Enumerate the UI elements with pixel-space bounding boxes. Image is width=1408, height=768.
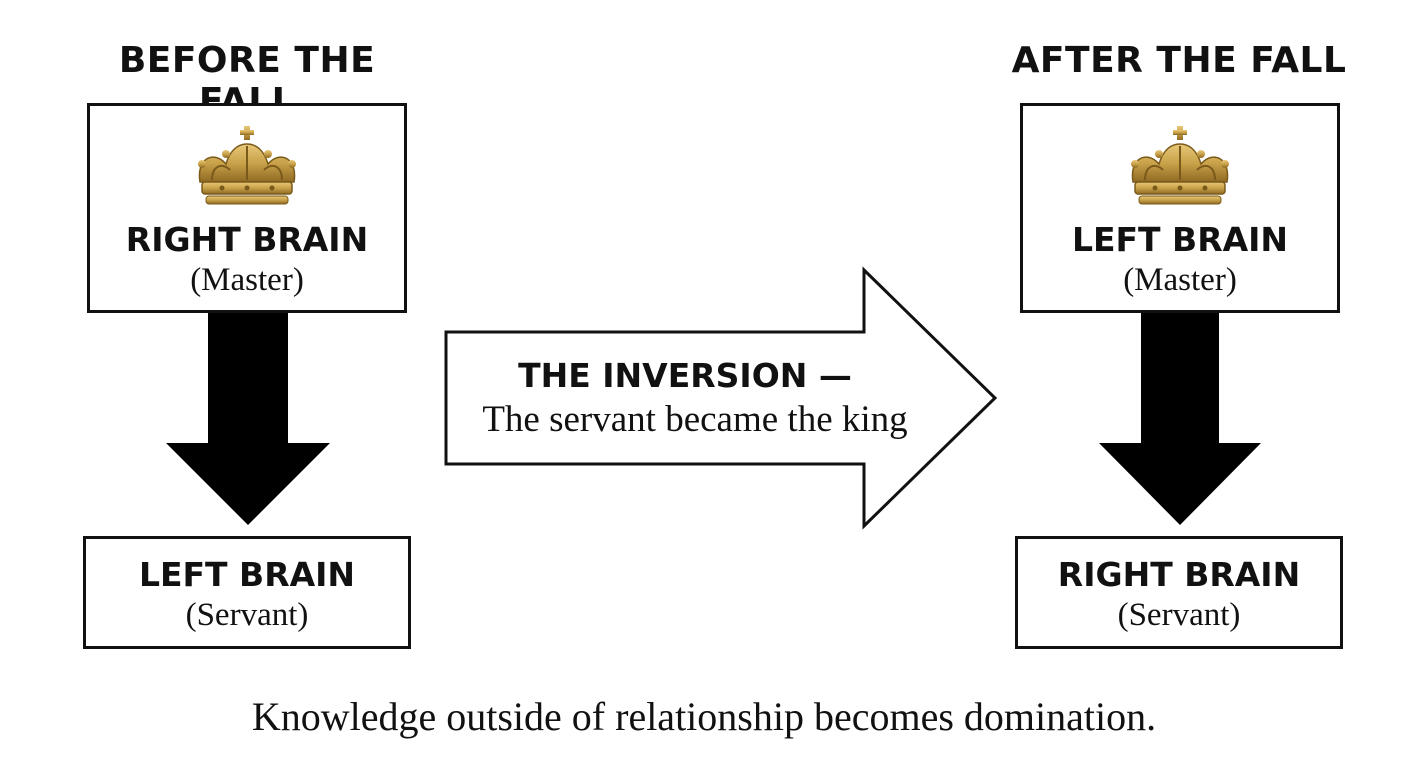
after-servant-role: (Servant) [1117, 597, 1241, 633]
crown-icon [1131, 126, 1229, 205]
caption: Knowledge outside of relationship become… [251, 694, 1157, 739]
after-servant-label: RIGHT BRAIN [1057, 555, 1301, 594]
inversion-arrow [444, 266, 998, 530]
before-master-role: (Master) [190, 262, 304, 298]
after-master-label: LEFT BRAIN [1071, 220, 1289, 259]
after-master-role: (Master) [1123, 262, 1237, 298]
after-down-arrow [1099, 313, 1261, 525]
before-down-arrow [166, 313, 330, 525]
inversion-title: THE INVERSION — [518, 356, 852, 395]
before-servant-role: (Servant) [185, 597, 309, 633]
before-fall-title: BEFORE THE FALL [118, 40, 376, 122]
crown-icon [198, 126, 296, 205]
after-master-box: LEFT BRAIN (Master) [1020, 103, 1340, 313]
inversion-subtitle: The servant became the king [482, 399, 908, 440]
before-servant-label: LEFT BRAIN [138, 555, 356, 594]
before-master-label: RIGHT BRAIN [125, 220, 369, 259]
before-servant-box: LEFT BRAIN (Servant) [83, 536, 411, 649]
after-servant-box: RIGHT BRAIN (Servant) [1015, 536, 1343, 649]
after-fall-title: AFTER THE FALL [1011, 40, 1347, 81]
before-master-box: RIGHT BRAIN (Master) [87, 103, 407, 313]
